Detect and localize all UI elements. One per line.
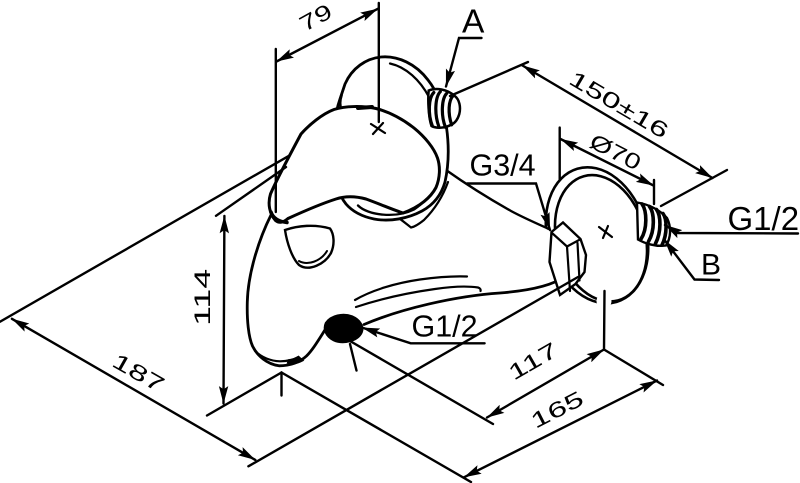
svg-text:G1/2: G1/2 bbox=[412, 310, 478, 344]
svg-text:G1/2: G1/2 bbox=[728, 200, 800, 237]
svg-text:150±16: 150±16 bbox=[565, 66, 673, 144]
svg-text:187: 187 bbox=[108, 348, 169, 397]
svg-text:165: 165 bbox=[526, 386, 587, 434]
svg-text:114: 114 bbox=[190, 269, 215, 326]
svg-text:B: B bbox=[701, 249, 721, 282]
svg-text:G3/4: G3/4 bbox=[470, 149, 536, 183]
svg-text:79: 79 bbox=[295, 0, 336, 37]
svg-text:A: A bbox=[462, 3, 485, 40]
